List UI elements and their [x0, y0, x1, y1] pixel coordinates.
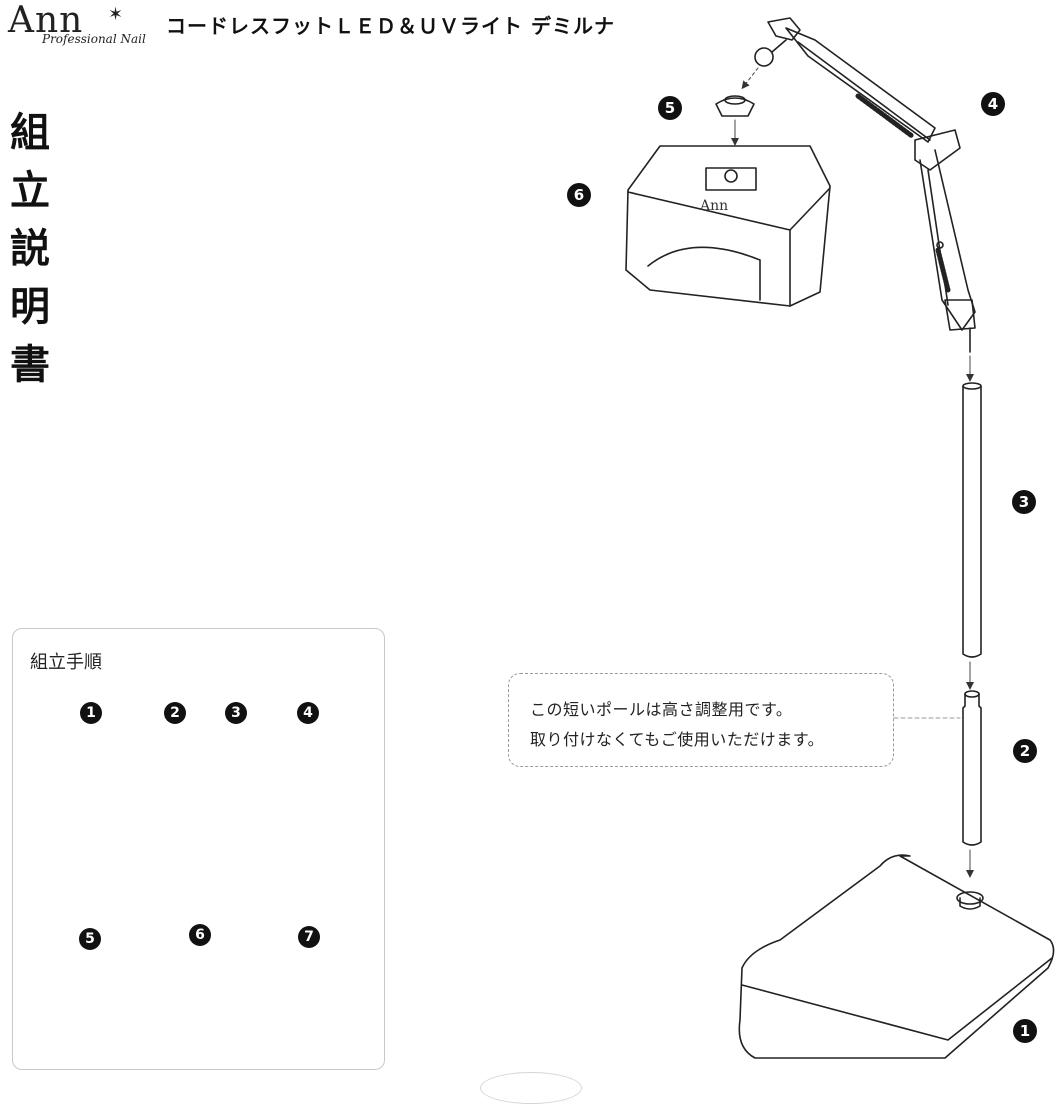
brand-tagline: Professional Nail [42, 32, 146, 46]
bottom-edge-mark [480, 1072, 582, 1104]
label-adapter-number: 5 [658, 96, 682, 120]
label-base-number: 1 [1013, 1019, 1037, 1043]
brand-name: Ann [8, 0, 84, 41]
panel-part-number-2: 2 [164, 702, 186, 724]
note-line-1: この短いポールは高さ調整用です。 [530, 700, 793, 719]
document-title: 組立説明書 [10, 110, 50, 388]
assembly-steps-panel [12, 628, 385, 1070]
label-short-pole-number: 2 [1013, 739, 1037, 763]
arm-illustration [754, 17, 976, 382]
lamp-illustration: Ann [625, 145, 831, 307]
short-pole-illustration [893, 690, 982, 878]
note-line-2: 取り付けなくてもご使用いただけます。 [530, 730, 825, 749]
panel-part-number-6: 6 [189, 924, 211, 946]
assembly-steps-title: 組立手順 [30, 652, 102, 673]
brand-star-icon: ✶ [108, 4, 124, 25]
adapter-illustration [715, 67, 759, 146]
panel-part-number-1: 1 [80, 702, 102, 724]
base-plate-illustration [738, 854, 1055, 1059]
label-long-pole-number: 3 [1012, 490, 1036, 514]
panel-part-number-3: 3 [225, 702, 247, 724]
label-lamp-number: 6 [567, 183, 591, 207]
lamp-logo-text: Ann [699, 198, 728, 214]
panel-part-number-4: 4 [297, 702, 319, 724]
long-pole-illustration [962, 382, 982, 690]
panel-part-number-5: 5 [79, 928, 101, 950]
note-callout [508, 673, 894, 767]
label-arm-number: 4 [981, 92, 1005, 116]
product-title: コードレスフットＬＥＤ＆ＵＶライト デミルナ [166, 14, 615, 38]
instruction-page: Ann [8, 0, 1055, 1104]
panel-part-number-7: 7 [298, 926, 320, 948]
